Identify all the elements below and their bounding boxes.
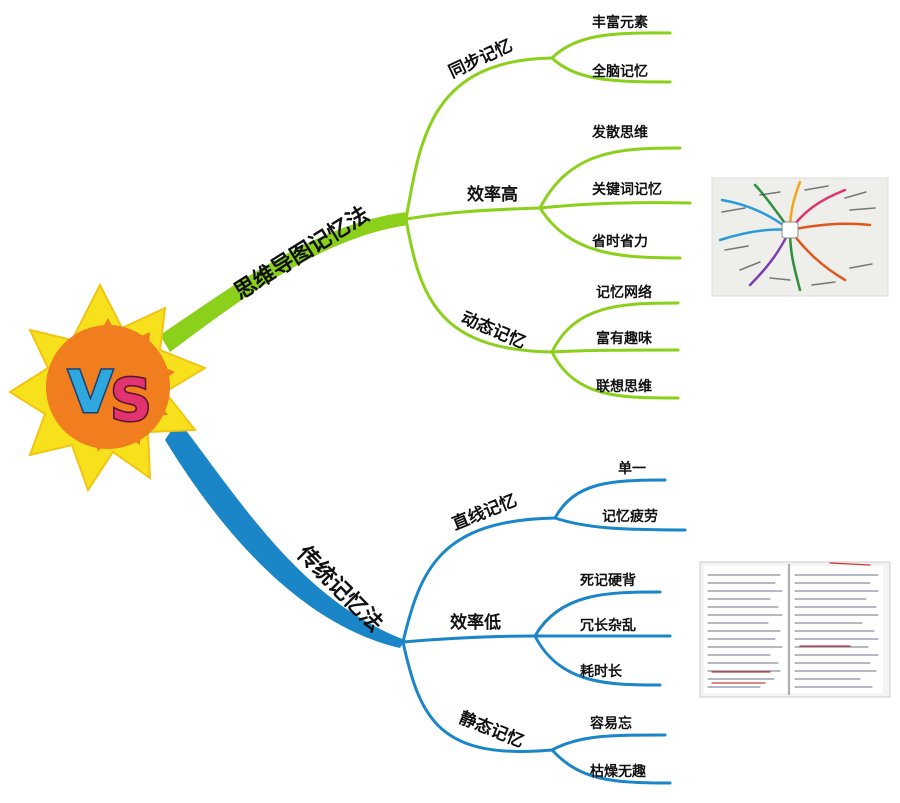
leaf-label: 容易忘 (589, 715, 632, 732)
leaf-label: 枯燥无趣 (590, 763, 647, 780)
leaf-label: 死记硬背 (579, 572, 636, 589)
branch-label: 静态记忆 (456, 707, 527, 752)
leaf-label: 联想思维 (596, 378, 652, 395)
v-letter: V (68, 358, 113, 426)
leaf-label: 记忆疲劳 (602, 508, 658, 525)
leaf-label: 富有趣味 (596, 330, 652, 347)
vs-starburst: V S (10, 285, 205, 490)
branch-label: 动态记忆 (458, 307, 529, 353)
mindmap-trunk (160, 212, 408, 352)
s-letter: S (110, 366, 152, 434)
leaf-label: 冗长杂乱 (580, 617, 636, 634)
branch-label: 效率高 (467, 184, 518, 205)
leaf-label: 丰富元素 (592, 14, 648, 31)
leaf-label: 发散思维 (591, 124, 648, 141)
leaf-label: 单一 (618, 460, 646, 477)
branch-label: 效率低 (450, 612, 501, 633)
mindmap-main-label: 思维导图记忆法 (229, 201, 373, 305)
mindmap-photo (712, 178, 888, 296)
leaf-label: 耗时长 (580, 663, 623, 680)
branch-label: 同步记忆 (445, 35, 516, 83)
leaf-label: 省时省力 (591, 233, 648, 250)
leaf-label: 全脑记忆 (591, 63, 648, 80)
leaf-label: 关键词记忆 (592, 181, 662, 198)
leaf-label: 记忆网络 (596, 284, 652, 301)
notebook-photo (700, 562, 890, 697)
